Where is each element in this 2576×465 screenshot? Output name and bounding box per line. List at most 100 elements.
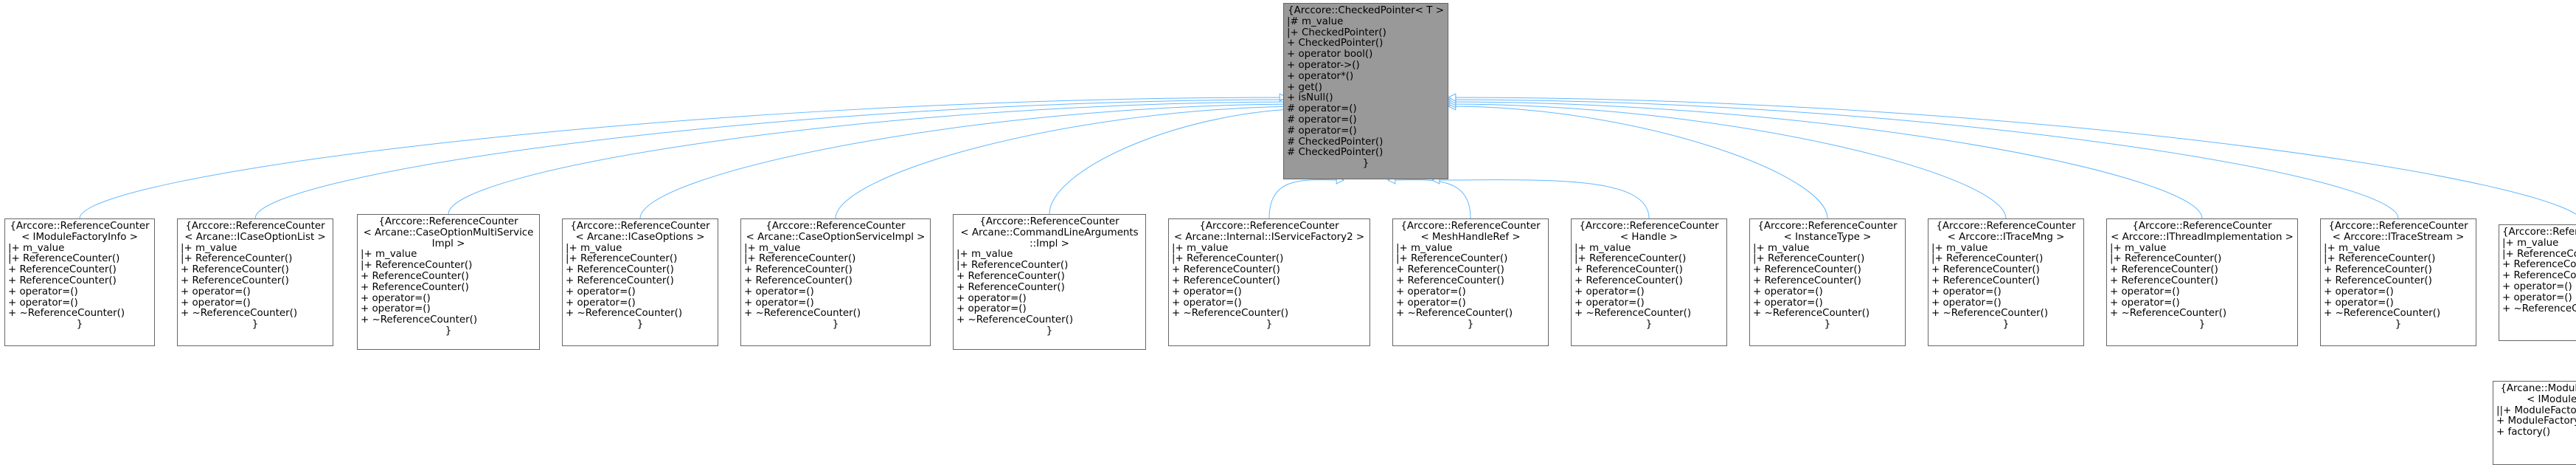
class-node-refcounter-itracestream[interactable]: {Arccore::ReferenceCounter< Arccore::ITr… bbox=[2320, 218, 2476, 346]
class-member-line: |+ m_value bbox=[566, 242, 622, 254]
class-member-line: + operator=() bbox=[1753, 297, 1823, 309]
class-member-line: + ~ReferenceCounter() bbox=[957, 314, 1074, 326]
class-name-line: < Arccore::IThreadImplementation > bbox=[2111, 231, 2294, 243]
class-member-line: + get() bbox=[1287, 81, 1322, 93]
inheritance-edge bbox=[835, 106, 1312, 219]
class-name-line: < Arccore::ITraceStream > bbox=[2332, 231, 2465, 243]
class-member-line: + operator=() bbox=[1172, 286, 1242, 297]
class-name-line: ::Impl > bbox=[1030, 238, 1069, 249]
inheritance-edge bbox=[1431, 179, 1650, 219]
inheritance-edge bbox=[1448, 103, 2007, 219]
class-node-refcounter-meshhandleref[interactable]: {Arccore::ReferenceCounter< MeshHandleRe… bbox=[1392, 218, 1549, 346]
class-member-line: + ReferenceCounter() bbox=[957, 270, 1065, 282]
class-name-line: < Arccore::ITraceMng > bbox=[1947, 231, 2065, 243]
class-member-line: |+ m_value bbox=[1753, 242, 1810, 254]
class-member-line: + ReferenceCounter() bbox=[8, 264, 117, 276]
class-name-line: {Arccore::ReferenceCounter bbox=[2328, 221, 2468, 232]
class-close-brace: } bbox=[2502, 314, 2576, 326]
class-member-line: + operator=() bbox=[957, 303, 1027, 315]
class-member-line: + operator=() bbox=[1396, 297, 1466, 309]
class-member-line: + ReferenceCounter() bbox=[1753, 275, 1861, 286]
class-member-line: + operator=() bbox=[2110, 297, 2180, 309]
inheritance-edge bbox=[1448, 99, 2399, 219]
class-member-line: |+ m_value bbox=[8, 242, 65, 254]
class-member-line: + operator=() bbox=[8, 286, 78, 297]
class-member-line: + operator=() bbox=[8, 297, 78, 309]
inheritance-edge bbox=[1049, 108, 1318, 215]
class-member-line: + ReferenceCounter() bbox=[2324, 275, 2432, 286]
class-member-line: + operator=() bbox=[361, 292, 431, 304]
class-name-line: < MeshHandleRef > bbox=[1420, 231, 1521, 243]
class-member-line: + ReferenceCounter() bbox=[1396, 275, 1504, 286]
class-name-line: < Arcane::ICaseOptionList > bbox=[184, 231, 326, 243]
class-name-line: < Arcane::CommandLineArguments bbox=[960, 227, 1139, 238]
inheritance-edge bbox=[79, 97, 1288, 219]
class-member-line: + ReferenceCounter() bbox=[566, 264, 674, 276]
class-member-line: |+ ReferenceCounter() bbox=[566, 253, 678, 265]
class-name-line: {Arccore::ReferenceCounter bbox=[2132, 221, 2272, 232]
class-close-brace: } bbox=[832, 319, 839, 331]
class-node-refcounter-caseoptionserviceimpl[interactable]: {Arccore::ReferenceCounter< Arcane::Case… bbox=[740, 218, 931, 346]
class-node-refcounter-template-t[interactable]: {Arccore::ReferenceCounter< T >|+ m_valu… bbox=[2499, 224, 2576, 341]
class-name-line: {Arccore::ReferenceCounter bbox=[185, 221, 325, 232]
class-member-line: |+ m_value bbox=[361, 249, 417, 261]
class-member-line: |+ m_value bbox=[744, 242, 801, 254]
class-member-line: |+ m_value bbox=[2502, 237, 2559, 249]
inheritance-edge bbox=[639, 103, 1306, 219]
class-member-line: + operator=() bbox=[1931, 286, 2002, 297]
class-member-line: |+ ReferenceCounter() bbox=[1753, 253, 1865, 265]
class-name-line: {Arccore::ReferenceCounter bbox=[1757, 221, 1898, 232]
class-node-refcounter-commandlinearguments-impl[interactable]: {Arccore::ReferenceCounter< Arcane::Comm… bbox=[953, 214, 1146, 350]
class-node-refcounter-instancetype[interactable]: {Arccore::ReferenceCounter< InstanceType… bbox=[1749, 218, 1906, 346]
class-member-line: + ReferenceCounter() bbox=[2502, 259, 2576, 271]
class-name-line: < InstanceType > bbox=[1783, 231, 1872, 243]
class-member-line: |+ ReferenceCounter() bbox=[1396, 253, 1508, 265]
class-member-line: + ReferenceCounter() bbox=[181, 275, 289, 286]
class-member-line: + ReferenceCounter() bbox=[1172, 264, 1280, 276]
class-close-brace: } bbox=[1824, 319, 1831, 331]
class-member-line: |+ ReferenceCounter() bbox=[181, 253, 293, 265]
class-close-brace: } bbox=[1046, 325, 1053, 337]
inheritance-edge bbox=[1448, 97, 2576, 215]
class-member-line: + operator=() bbox=[2502, 292, 2572, 303]
class-name-line: {Arccore::ReferenceCounter bbox=[1936, 221, 2076, 232]
inheritance-edge bbox=[1268, 179, 1344, 219]
class-member-line: |+ m_value bbox=[1172, 242, 1229, 254]
class-member-line: + operator=() bbox=[181, 286, 251, 297]
class-member-line: + ~ReferenceCounter() bbox=[1575, 308, 1692, 320]
class-member-line: |+ ReferenceCounter() bbox=[2324, 253, 2436, 265]
class-member-line: + ~ReferenceCounter() bbox=[2110, 308, 2227, 320]
class-node-checked-pointer[interactable]: {Arccore::CheckedPointer< T >|# m_value|… bbox=[1283, 3, 1448, 179]
class-close-brace: } bbox=[1362, 158, 1369, 170]
class-member-line: ||+ ModuleFactoryReference() bbox=[2496, 404, 2576, 416]
class-name-line: {Arccore::CheckedPointer< T > bbox=[1288, 5, 1444, 16]
class-member-line: + operator=() bbox=[361, 303, 431, 315]
class-name-line: {Arccore::ReferenceCounter bbox=[1400, 221, 1541, 232]
class-node-module-factory-reference[interactable]: {Arcane::ModuleFactoryReference< IModule… bbox=[2493, 381, 2576, 465]
class-member-line: |+ ReferenceCounter() bbox=[957, 260, 1069, 272]
class-member-line: + ReferenceCounter() bbox=[744, 264, 853, 276]
class-node-refcounter-ithreadimplementation[interactable]: {Arccore::ReferenceCounter< Arccore::ITh… bbox=[2106, 218, 2298, 346]
class-node-refcounter-caseoptionmultiserviceimpl[interactable]: {Arccore::ReferenceCounter< Arcane::Case… bbox=[357, 214, 540, 350]
class-node-refcounter-icaseoptionlist[interactable]: {Arccore::ReferenceCounter< Arcane::ICas… bbox=[177, 218, 333, 346]
class-member-line: + ~ReferenceCounter() bbox=[1172, 308, 1289, 320]
inheritance-edge bbox=[1448, 101, 2203, 219]
class-close-brace: } bbox=[251, 319, 259, 331]
class-node-refcounter-iservicefactory2[interactable]: {Arccore::ReferenceCounter< Arcane::Inte… bbox=[1168, 218, 1370, 346]
class-member-line: |+ ReferenceCounter() bbox=[2110, 253, 2222, 265]
class-name-line: {Arccore::ReferenceCounter bbox=[10, 221, 150, 232]
class-node-refcounter-icaseoptions[interactable]: {Arccore::ReferenceCounter< Arcane::ICas… bbox=[562, 218, 718, 346]
class-member-line: + operator=() bbox=[744, 286, 814, 297]
class-member-line: + isNull() bbox=[1287, 92, 1333, 104]
class-node-refcounter-itracemng[interactable]: {Arccore::ReferenceCounter< Arccore::ITr… bbox=[1928, 218, 2084, 346]
class-close-brace: } bbox=[1645, 319, 1653, 331]
class-member-line: + ~ReferenceCounter() bbox=[2324, 308, 2441, 320]
class-member-line: + operator=() bbox=[181, 297, 251, 309]
class-member-line: + operator->() bbox=[1287, 59, 1360, 71]
class-name-line: < Handle > bbox=[1619, 231, 1678, 243]
class-node-refcounter-imodulefactoryinfo[interactable]: {Arccore::ReferenceCounter< IModuleFacto… bbox=[4, 218, 155, 346]
class-node-refcounter-handle[interactable]: {Arccore::ReferenceCounter< Handle >|+ m… bbox=[1571, 218, 1727, 346]
class-member-line: + ReferenceCounter() bbox=[8, 275, 117, 286]
class-member-line: + operator=() bbox=[566, 297, 636, 309]
class-member-line: + ReferenceCounter() bbox=[1575, 264, 1683, 276]
